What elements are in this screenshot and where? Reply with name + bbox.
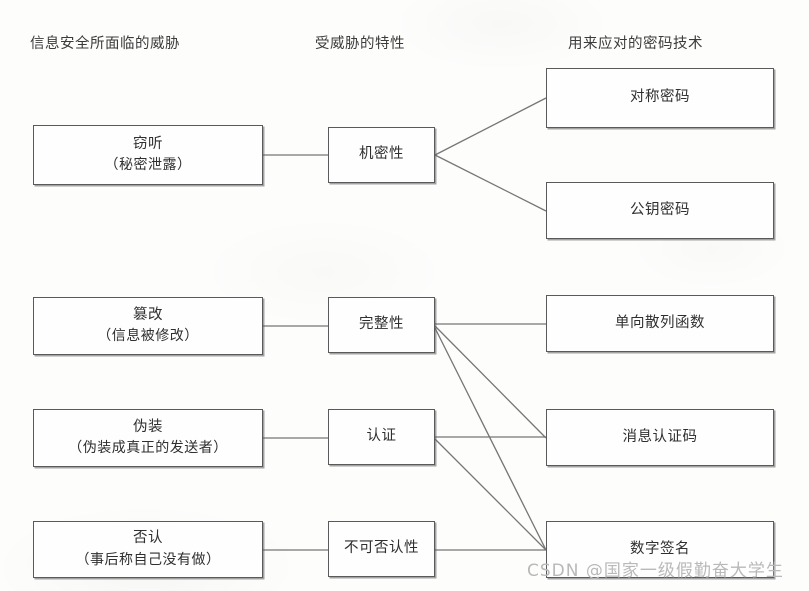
- node-label-sub: （秘密泄露）: [104, 157, 192, 174]
- node-label-main: 篡改: [133, 306, 163, 323]
- connector-integrity-to-digital-signature: [434, 327, 547, 551]
- node-label-main: 公钥密码: [630, 201, 690, 218]
- node-threat-spoofing[interactable]: 伪装 （伪装成真正的发送者）: [33, 409, 263, 467]
- node-property-authentication[interactable]: 认证: [328, 409, 435, 465]
- node-label-main: 完整性: [359, 316, 404, 333]
- node-label-sub: （信息被修改）: [97, 328, 199, 345]
- node-label-main: 数字签名: [630, 540, 690, 557]
- node-technique-message-auth-code[interactable]: 消息认证码: [546, 409, 774, 466]
- node-label-sub: （事后称自己没有做）: [75, 551, 221, 568]
- node-label-main: 对称密码: [630, 89, 690, 106]
- column-header-threats: 信息安全所面临的威胁: [30, 36, 180, 52]
- connector-confidentiality-to-public-key-cipher: [434, 154, 547, 212]
- node-technique-digital-signature[interactable]: 数字签名: [546, 521, 774, 578]
- connector-confidentiality-to-symmetric-cipher: [434, 97, 547, 156]
- column-header-techniques: 用来应对的密码技术: [568, 36, 703, 52]
- node-label-main: 否认: [133, 530, 163, 547]
- node-threat-eavesdropping[interactable]: 窃听 （秘密泄露）: [33, 125, 263, 185]
- node-label-main: 单向散列函数: [615, 314, 705, 331]
- node-label-main: 窃听: [133, 135, 163, 152]
- node-label-main: 机密性: [359, 146, 404, 163]
- connector-integrity-to-message-auth-code: [434, 325, 547, 439]
- node-threat-repudiation[interactable]: 否认 （事后称自己没有做）: [33, 521, 263, 578]
- node-label-main: 消息认证码: [622, 428, 698, 445]
- node-property-integrity[interactable]: 完整性: [328, 297, 435, 353]
- node-threat-tampering[interactable]: 篡改 （信息被修改）: [33, 297, 263, 355]
- node-label-main: 不可否认性: [344, 540, 419, 557]
- connector-authentication-to-digital-signature: [434, 438, 547, 551]
- node-technique-public-key-cipher[interactable]: 公钥密码: [546, 182, 774, 239]
- node-technique-symmetric-cipher[interactable]: 对称密码: [546, 68, 774, 128]
- node-technique-one-way-hash[interactable]: 单向散列函数: [546, 295, 774, 352]
- node-property-confidentiality[interactable]: 机密性: [328, 127, 435, 183]
- column-header-properties: 受威胁的特性: [315, 36, 405, 52]
- node-property-non-repudiation[interactable]: 不可否认性: [328, 521, 435, 577]
- node-label-main: 伪装: [133, 418, 163, 435]
- node-label-sub: （伪装成真正的发送者）: [68, 440, 228, 457]
- node-label-main: 认证: [366, 428, 397, 445]
- csdn-watermark: CSDN @国家一级假勤奋大学生: [527, 561, 784, 581]
